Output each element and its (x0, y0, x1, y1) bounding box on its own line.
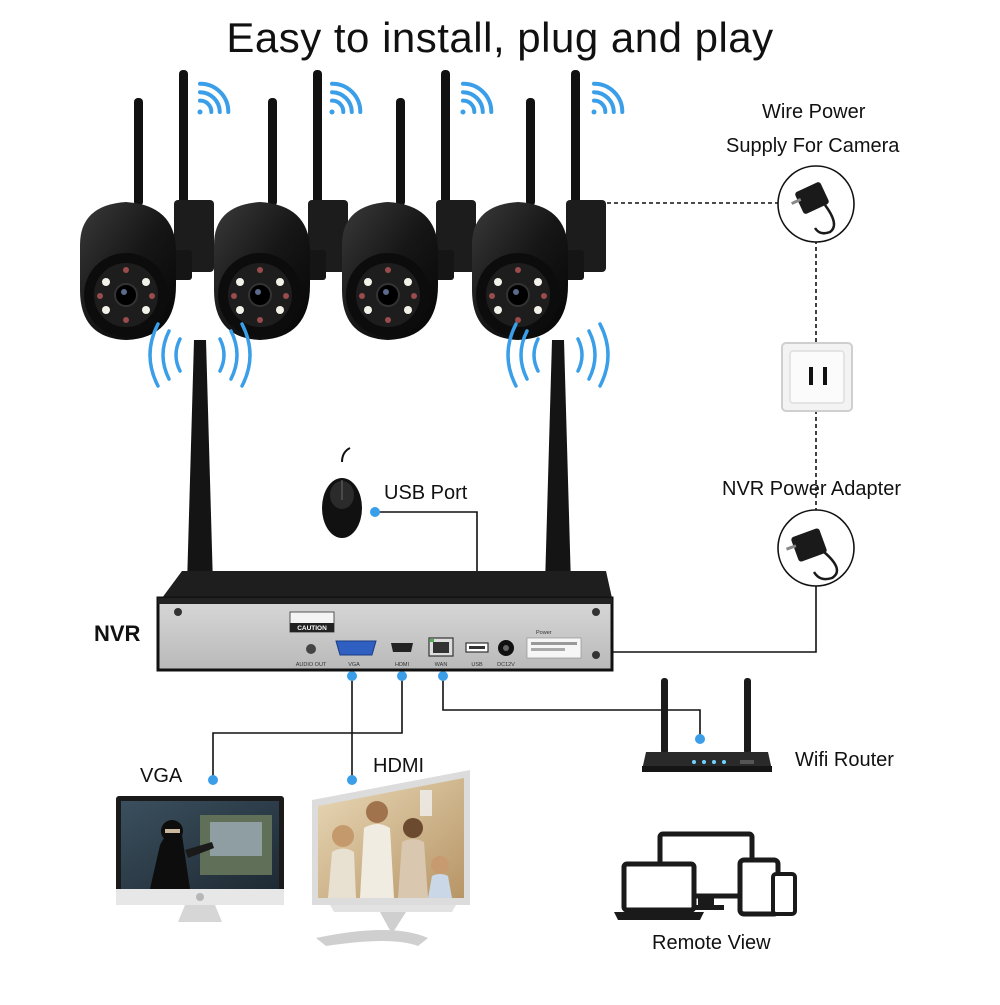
nvr-device: CAUTION AUDIO OUT VGA HDMI WAN USB DC12V… (156, 340, 614, 672)
dot-vga-nvr (347, 671, 357, 681)
wifi-icon (460, 81, 494, 115)
dot-usb-mouse (370, 507, 380, 517)
wifi-icon (329, 81, 363, 115)
headline: Easy to install, plug and play (226, 14, 774, 61)
dot-router (695, 734, 705, 744)
nvr-signal-waves (148, 322, 610, 388)
signal-waves-icon (148, 322, 252, 388)
wifi-icon (197, 81, 231, 115)
usb-mouse (322, 447, 362, 538)
nvr-hdmi-label: HDMI (395, 662, 410, 668)
camera-4 (472, 70, 606, 340)
label-nvr-power-adapter: NVR Power Adapter (722, 478, 901, 500)
camera-2 (214, 70, 348, 340)
dot-hdmi-monitor (347, 775, 357, 785)
label-wifi-router: Wifi Router (795, 749, 894, 771)
camera-wifi-icons (197, 81, 625, 115)
label-nvr: NVR (94, 621, 141, 646)
remote-laptop (621, 861, 697, 913)
vga-monitor (116, 796, 284, 922)
label-camera-power-line2: Supply For Camera (726, 135, 900, 157)
camera-3 (342, 70, 476, 340)
nvr-antenna-right (544, 340, 573, 636)
label-camera-power-line1: Wire Power (762, 101, 866, 123)
wifi-router (642, 678, 772, 772)
camera-1 (80, 70, 214, 340)
dot-wan-nvr (438, 671, 448, 681)
nvr-audio-out-label: AUDIO OUT (296, 662, 327, 668)
label-remote-view: Remote View (652, 932, 771, 954)
camera-power-adapter (777, 165, 855, 243)
nvr-caution-label: CAUTION (297, 625, 327, 632)
label-usb-port: USB Port (384, 482, 468, 504)
label-hdmi: HDMI (373, 755, 425, 777)
remote-phone (771, 872, 797, 916)
wall-outlet (781, 342, 853, 412)
nvr-vga-label: VGA (348, 662, 360, 668)
nvr-dc-label: DC12V (497, 662, 515, 668)
nvr-power-line (517, 585, 817, 653)
label-vga: VGA (140, 765, 183, 787)
remote-view-devices (614, 831, 797, 920)
wifi-icon (591, 81, 625, 115)
nvr-power-adapter (777, 509, 855, 587)
dot-hdmi-nvr (397, 671, 407, 681)
vga-line (212, 676, 403, 780)
wan-line (442, 676, 701, 739)
nvr-power-label: Power (536, 630, 552, 636)
hdmi-monitor (312, 770, 470, 946)
nvr-usb-label: USB (471, 662, 483, 668)
signal-waves-icon (506, 322, 610, 388)
nvr-wan-label: WAN (435, 662, 448, 668)
dot-vga-monitor (208, 775, 218, 785)
nvr-antenna-left (186, 340, 215, 636)
